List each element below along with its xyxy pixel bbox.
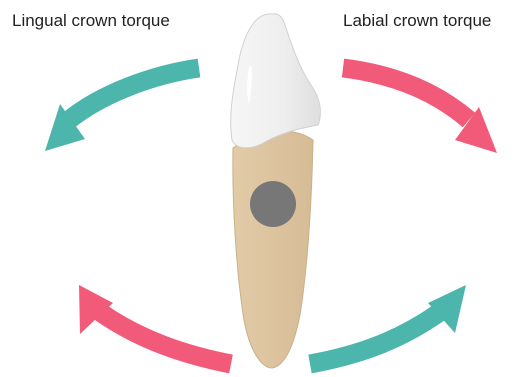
lingual-upper-arrow — [45, 68, 199, 151]
lower-left-arrow — [79, 285, 231, 364]
tooth-crown — [231, 14, 321, 148]
lower-right-arrow — [310, 285, 466, 364]
center-of-resistance-marker — [250, 181, 296, 227]
labial-upper-arrow — [343, 68, 497, 153]
tooth-root — [233, 131, 313, 368]
